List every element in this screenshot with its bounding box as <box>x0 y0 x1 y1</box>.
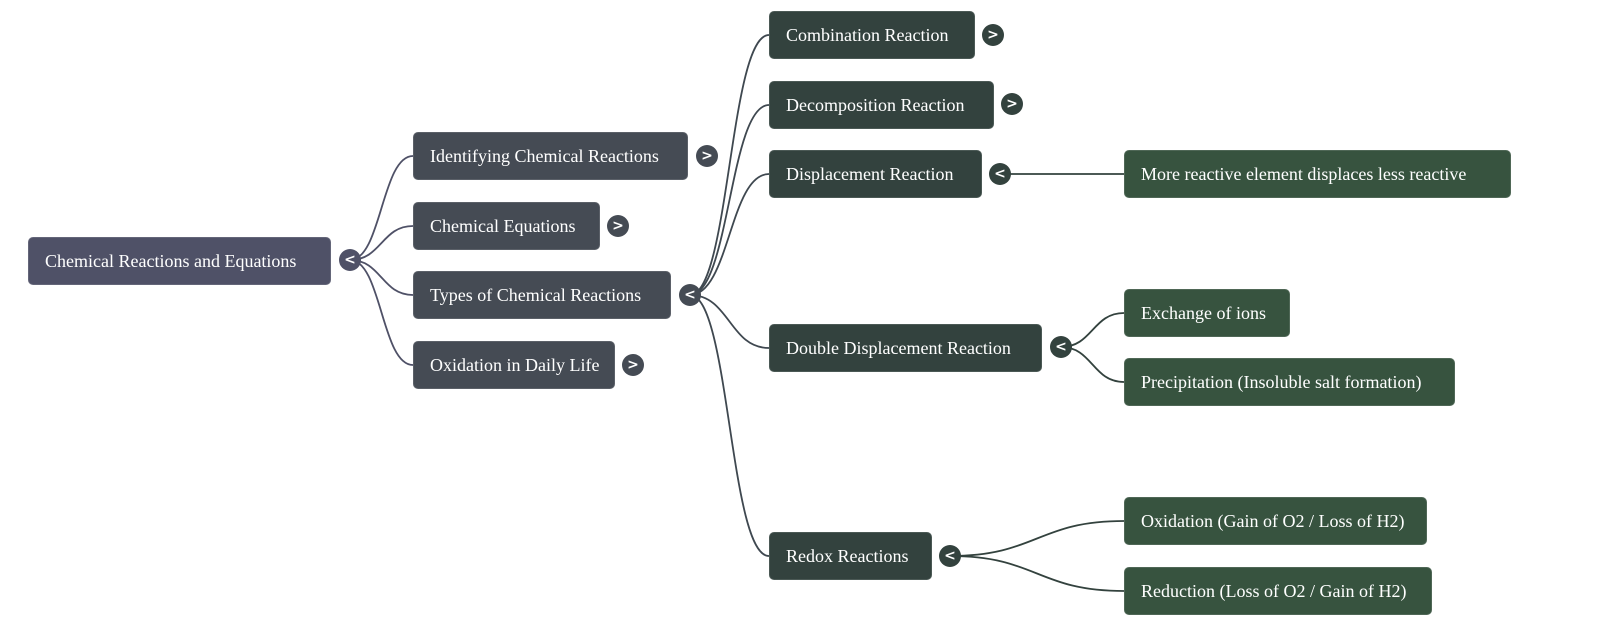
node-chemical-equations[interactable]: Chemical Equations <box>413 202 600 250</box>
node-double-displacement-reaction[interactable]: Double Displacement Reaction <box>769 324 1042 372</box>
collapse-toggle-icon[interactable]: < <box>679 284 701 306</box>
edge-root <box>349 259 414 366</box>
node-redox-reactions[interactable]: Redox Reactions <box>769 532 932 580</box>
edge-types <box>689 294 770 349</box>
edge-types <box>689 173 770 296</box>
expand-toggle-icon[interactable]: > <box>622 354 644 376</box>
edge-types <box>689 34 770 296</box>
node-reduction-loss-o2[interactable]: Reduction (Loss of O2 / Gain of H2) <box>1124 567 1432 615</box>
collapse-toggle-icon[interactable]: < <box>939 545 961 567</box>
collapse-toggle-icon[interactable]: < <box>339 249 361 271</box>
node-displacement-reaction[interactable]: Displacement Reaction <box>769 150 982 198</box>
edge-root <box>349 155 414 261</box>
node-combination-reaction[interactable]: Combination Reaction <box>769 11 975 59</box>
node-identifying-chemical-reactions[interactable]: Identifying Chemical Reactions <box>413 132 688 180</box>
expand-toggle-icon[interactable]: > <box>696 145 718 167</box>
node-oxidation-in-daily-life[interactable]: Oxidation in Daily Life <box>413 341 615 389</box>
node-exchange-of-ions[interactable]: Exchange of ions <box>1124 289 1290 337</box>
node-more-reactive-displaces[interactable]: More reactive element displaces less rea… <box>1124 150 1511 198</box>
root-node[interactable]: Chemical Reactions and Equations <box>28 237 331 285</box>
edge-redox <box>949 520 1125 557</box>
edge-types <box>689 104 770 296</box>
node-decomposition-reaction[interactable]: Decomposition Reaction <box>769 81 994 129</box>
collapse-toggle-icon[interactable]: < <box>1050 336 1072 358</box>
node-types-of-chemical-reactions[interactable]: Types of Chemical Reactions <box>413 271 671 319</box>
collapse-toggle-icon[interactable]: < <box>989 163 1011 185</box>
node-precipitation[interactable]: Precipitation (Insoluble salt formation) <box>1124 358 1455 406</box>
node-oxidation-gain-o2[interactable]: Oxidation (Gain of O2 / Loss of H2) <box>1124 497 1427 545</box>
expand-toggle-icon[interactable]: > <box>1001 93 1023 115</box>
expand-toggle-icon[interactable]: > <box>982 24 1004 46</box>
expand-toggle-icon[interactable]: > <box>607 215 629 237</box>
edge-redox <box>949 555 1125 592</box>
edge-types <box>689 294 770 557</box>
